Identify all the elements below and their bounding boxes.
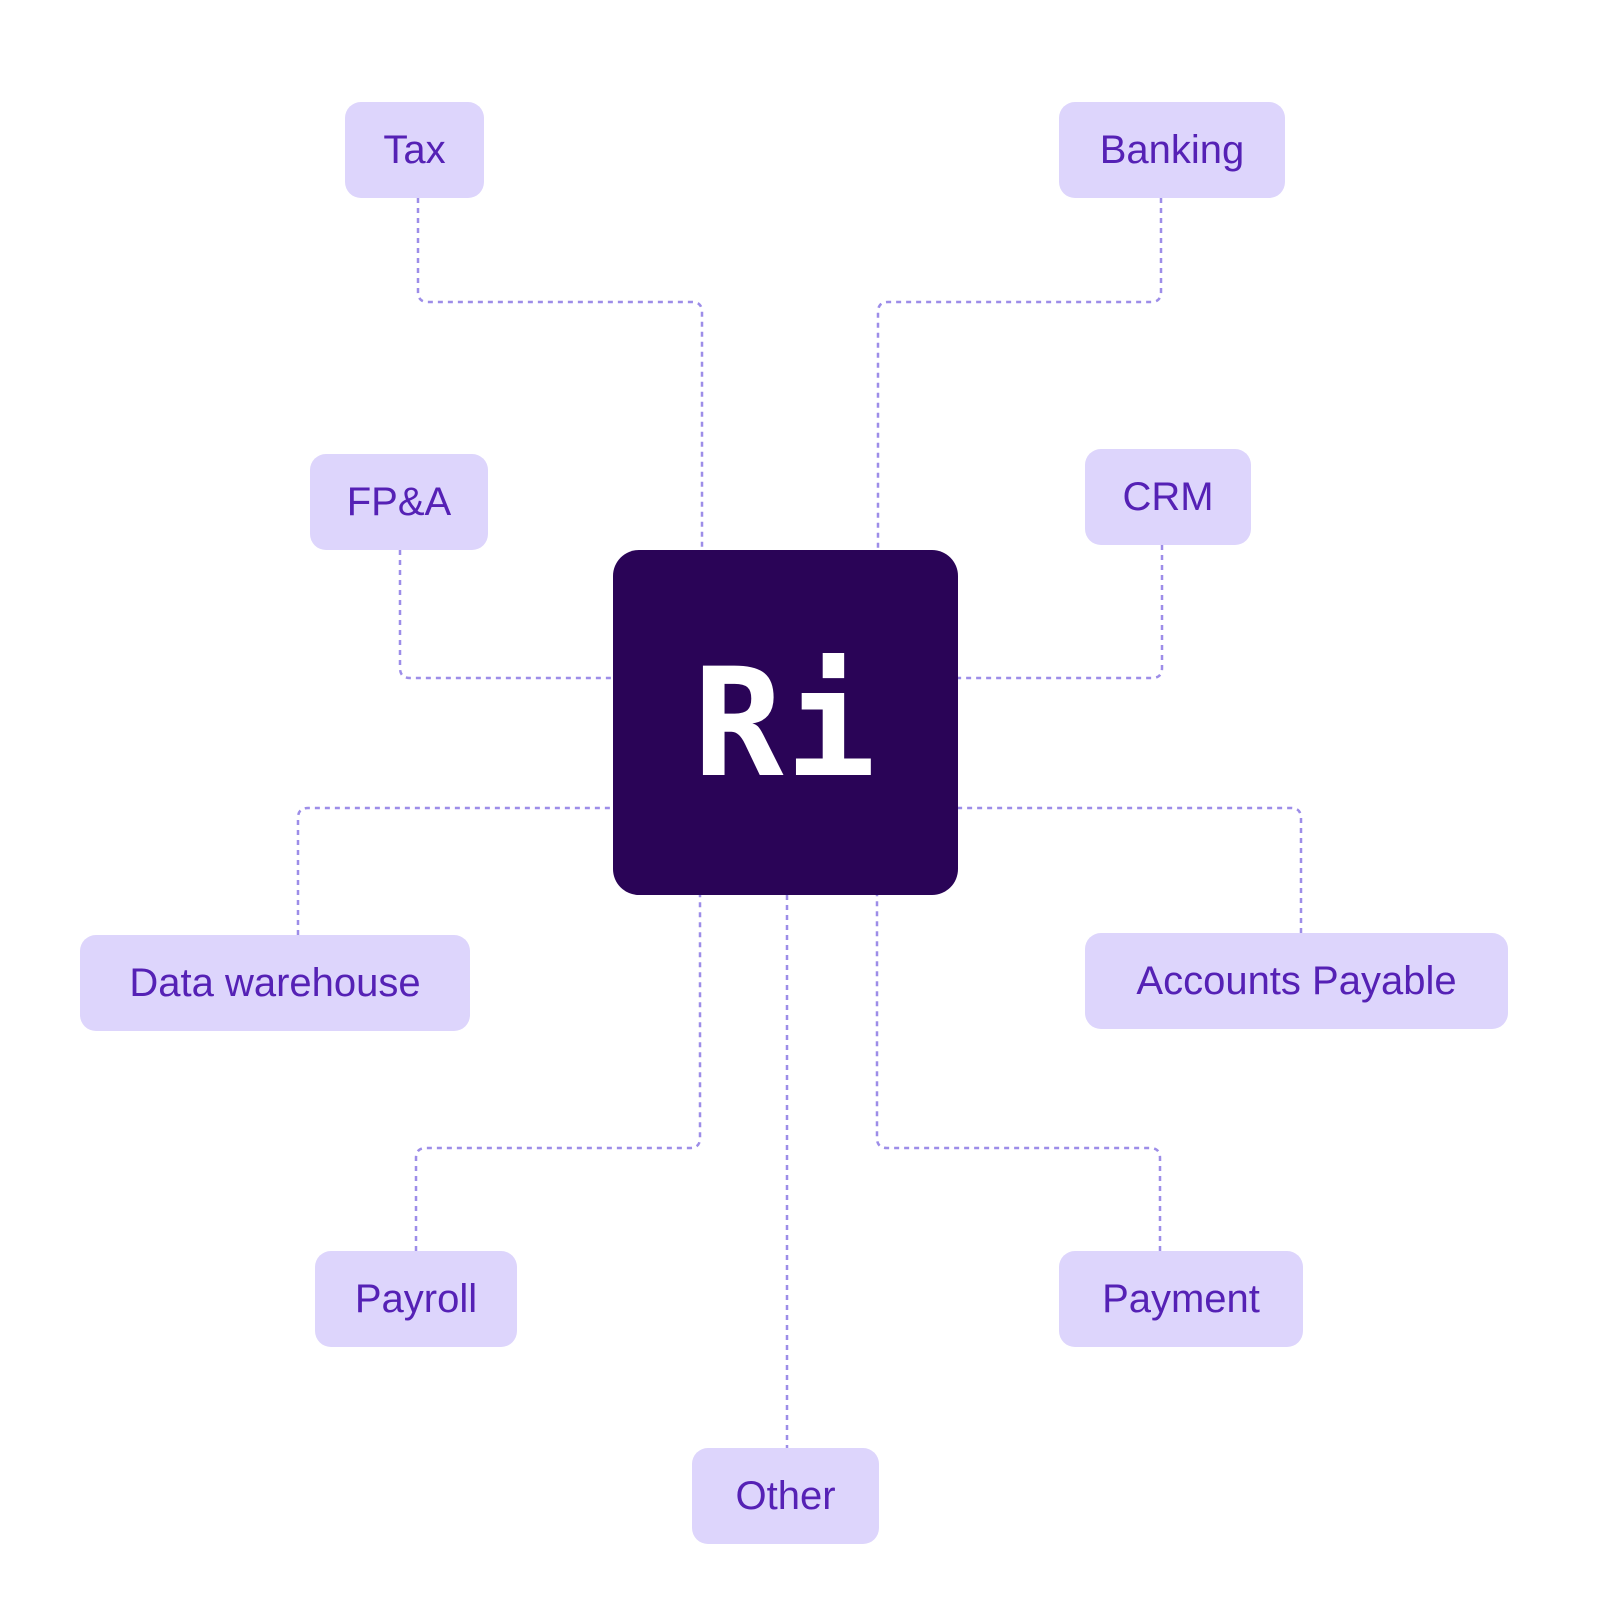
node-label-payroll: Payroll	[354, 1276, 478, 1321]
connector-tax	[416, 198, 704, 550]
node-crm: CRM	[1085, 449, 1251, 545]
node-banking: Banking	[1059, 102, 1285, 198]
ri-hub-logo: Ri	[613, 550, 958, 895]
node-payroll: Payroll	[315, 1251, 517, 1347]
node-label-data-warehouse: Data warehouse	[129, 960, 421, 1005]
connector-payroll	[414, 895, 702, 1251]
node-payment: Payment	[1059, 1251, 1303, 1347]
node-tax: Tax	[345, 102, 484, 198]
node-other: Other	[692, 1448, 879, 1544]
connector-fpa	[398, 550, 613, 680]
node-fpa: FP&A	[310, 454, 488, 550]
connector-banking	[876, 198, 1163, 550]
node-label-crm: CRM	[1122, 474, 1214, 519]
connector-crm	[958, 545, 1164, 680]
ri-logo-text: Ri	[693, 636, 878, 811]
node-label-banking: Banking	[1099, 127, 1245, 172]
node-label-fpa: FP&A	[346, 479, 452, 524]
node-label-other: Other	[735, 1473, 836, 1518]
node-accounts-payable: Accounts Payable	[1085, 933, 1508, 1029]
connector-accounts-payable	[958, 806, 1303, 933]
node-label-payment: Payment	[1102, 1276, 1260, 1321]
connector-data-warehouse	[296, 806, 613, 935]
connector-payment	[875, 895, 1162, 1251]
node-data-warehouse: Data warehouse	[80, 935, 470, 1031]
node-label-accounts-payable: Accounts Payable	[1136, 958, 1457, 1003]
node-label-tax: Tax	[383, 127, 446, 172]
